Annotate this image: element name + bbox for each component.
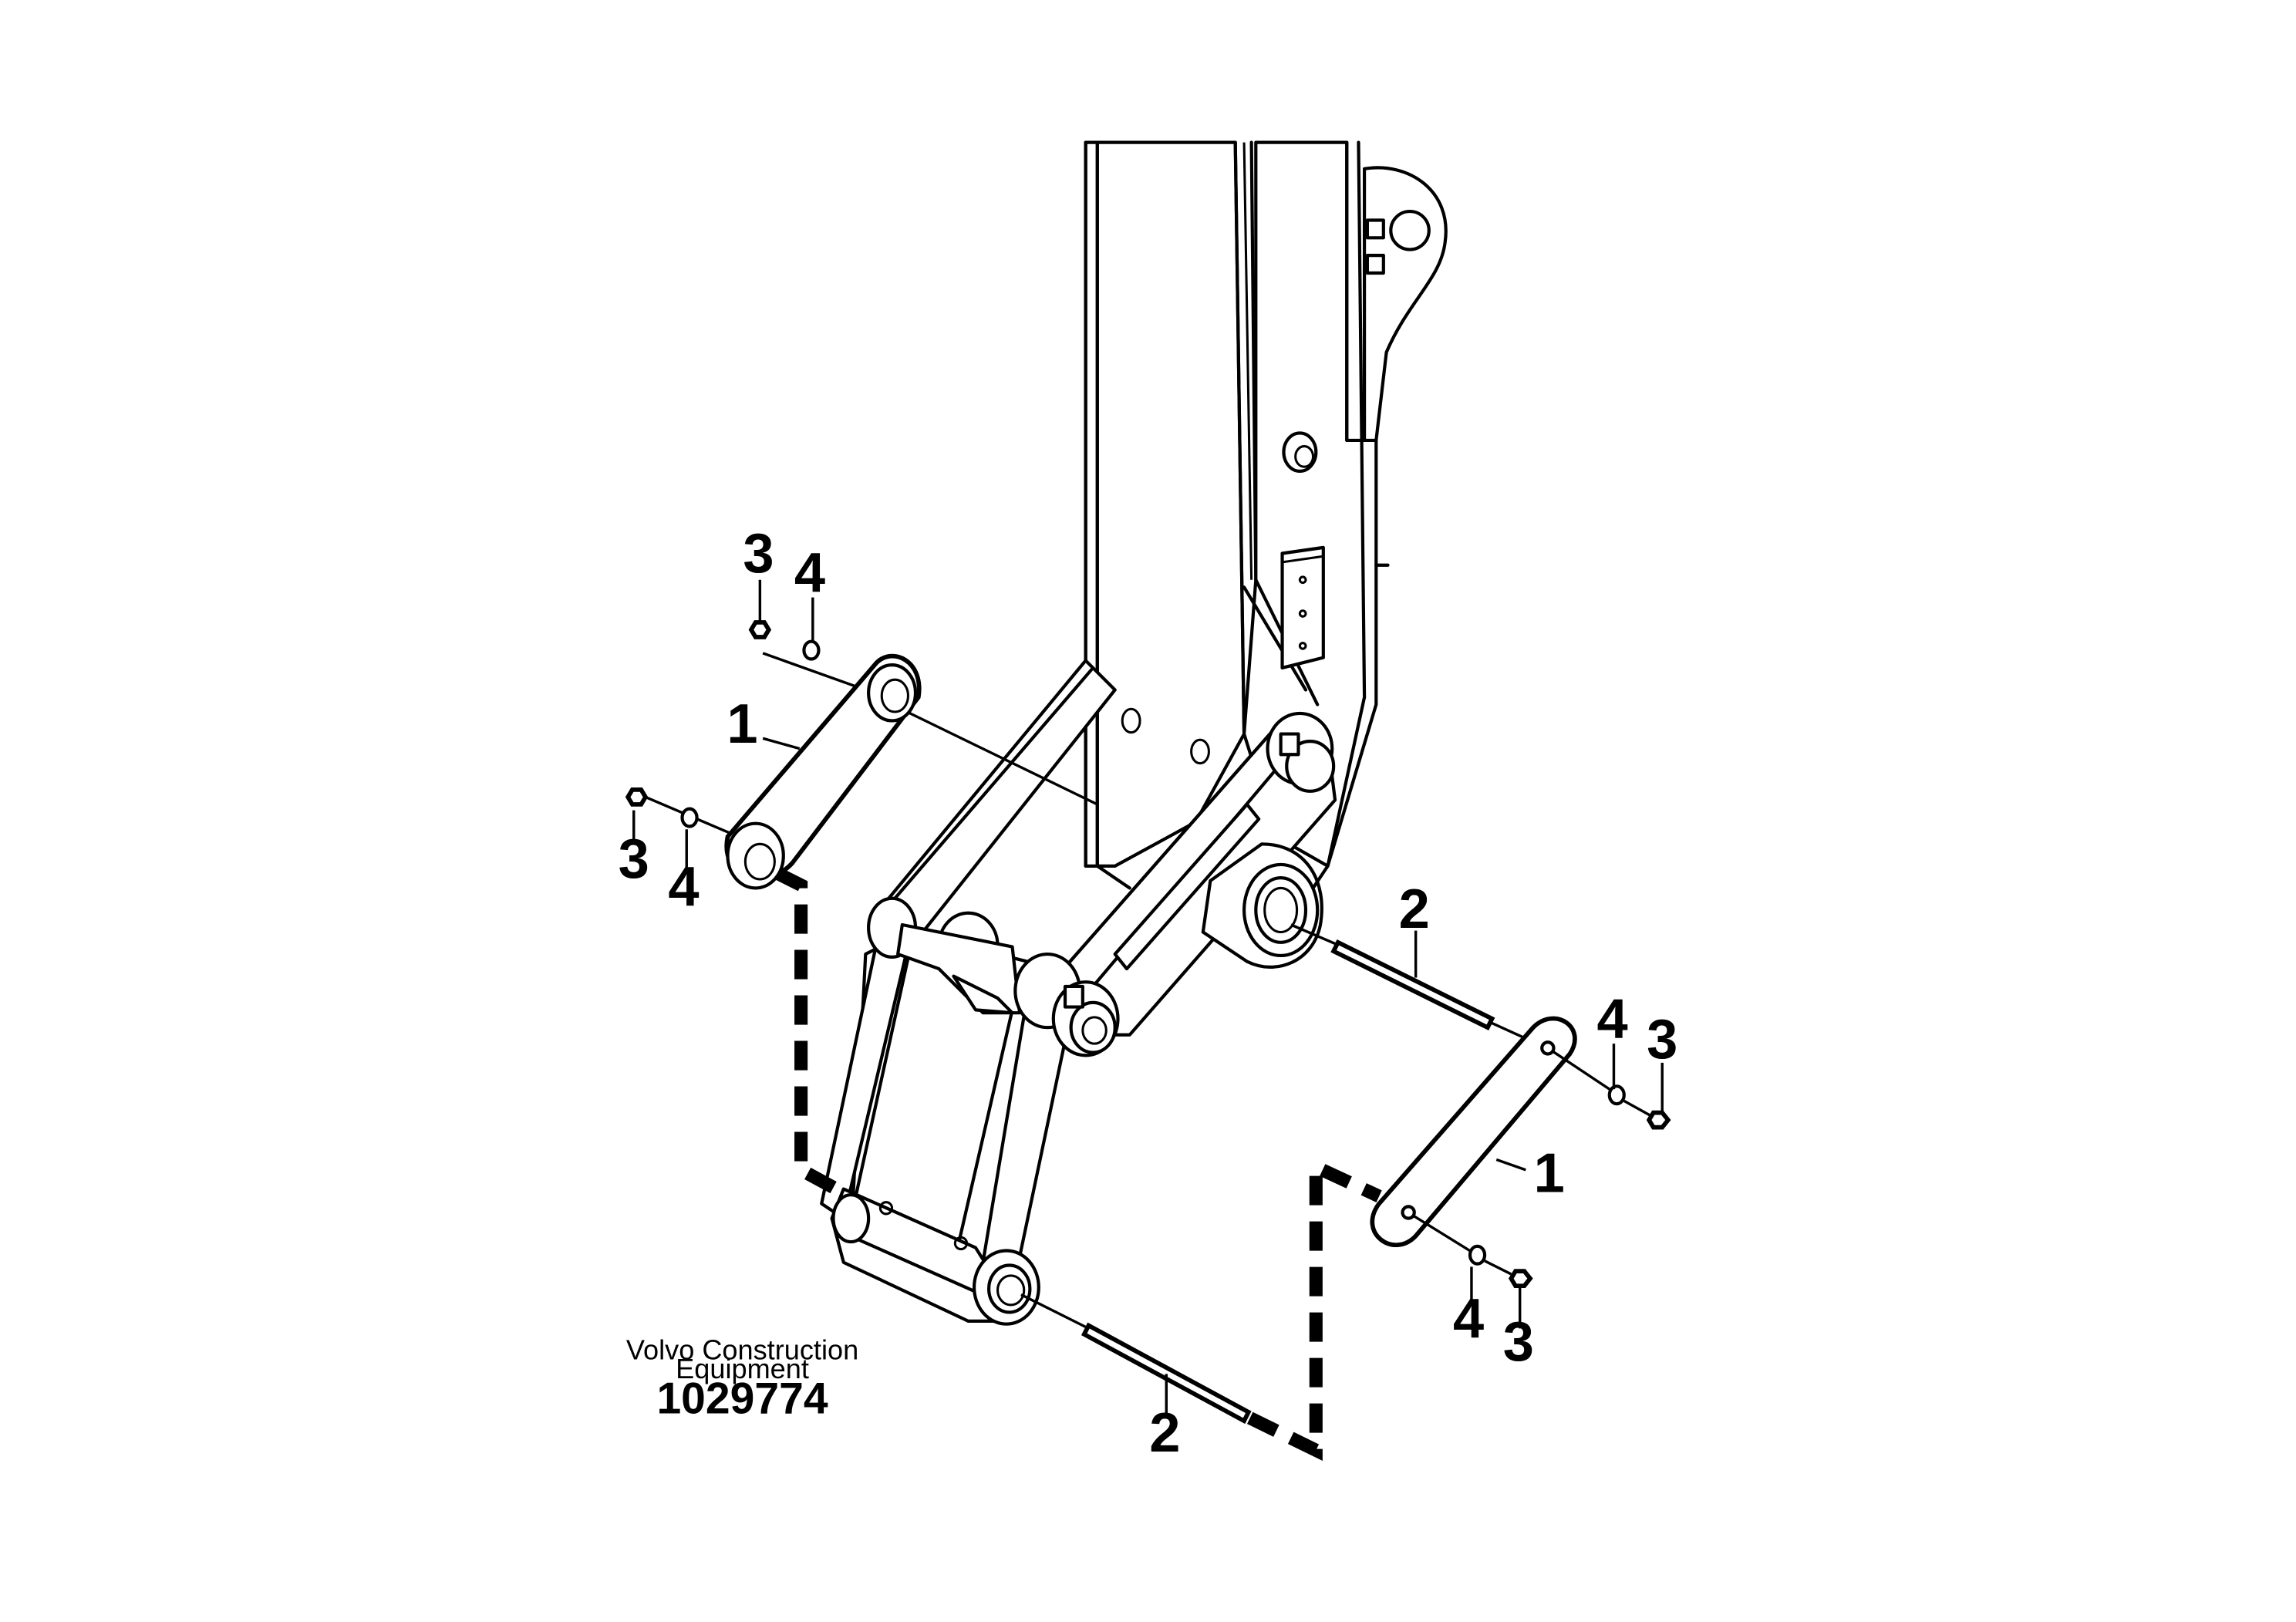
callout-3: 3 — [1647, 1009, 1677, 1071]
arm-structure — [1084, 140, 1448, 890]
callout-3: 3 — [743, 523, 774, 585]
callout-labels: 3 4 1 3 4 2 4 3 1 4 3 2 — [619, 523, 1678, 1464]
callout-4: 4 — [794, 542, 825, 604]
callout-1: 1 — [727, 693, 757, 755]
cylinder-link — [1062, 711, 1337, 1037]
callout-4: 4 — [668, 856, 699, 918]
callout-leaders — [632, 579, 1664, 1418]
right-link-plate — [1370, 1016, 1671, 1289]
manufacturer-name-line1: Volvo Construction — [626, 1334, 858, 1365]
callout-1: 1 — [1534, 1142, 1565, 1204]
pin-lower — [1020, 1293, 1252, 1425]
callout-3: 3 — [1503, 1311, 1534, 1373]
illustration-id-block: Volvo Construction Equipment 1029774 — [626, 1334, 858, 1423]
callout-2: 2 — [1149, 1402, 1180, 1464]
lower-linkage — [820, 659, 1120, 1326]
callout-4: 4 — [1596, 989, 1627, 1050]
left-link-plate — [625, 620, 1098, 890]
callout-3: 3 — [619, 828, 649, 890]
callout-2: 2 — [1399, 878, 1430, 940]
callout-4: 4 — [1453, 1288, 1484, 1350]
assembly-path-lines — [774, 867, 1382, 1462]
illustration-number: 1029774 — [656, 1374, 828, 1424]
manufacturer-name-line2: Equipment — [676, 1353, 809, 1384]
